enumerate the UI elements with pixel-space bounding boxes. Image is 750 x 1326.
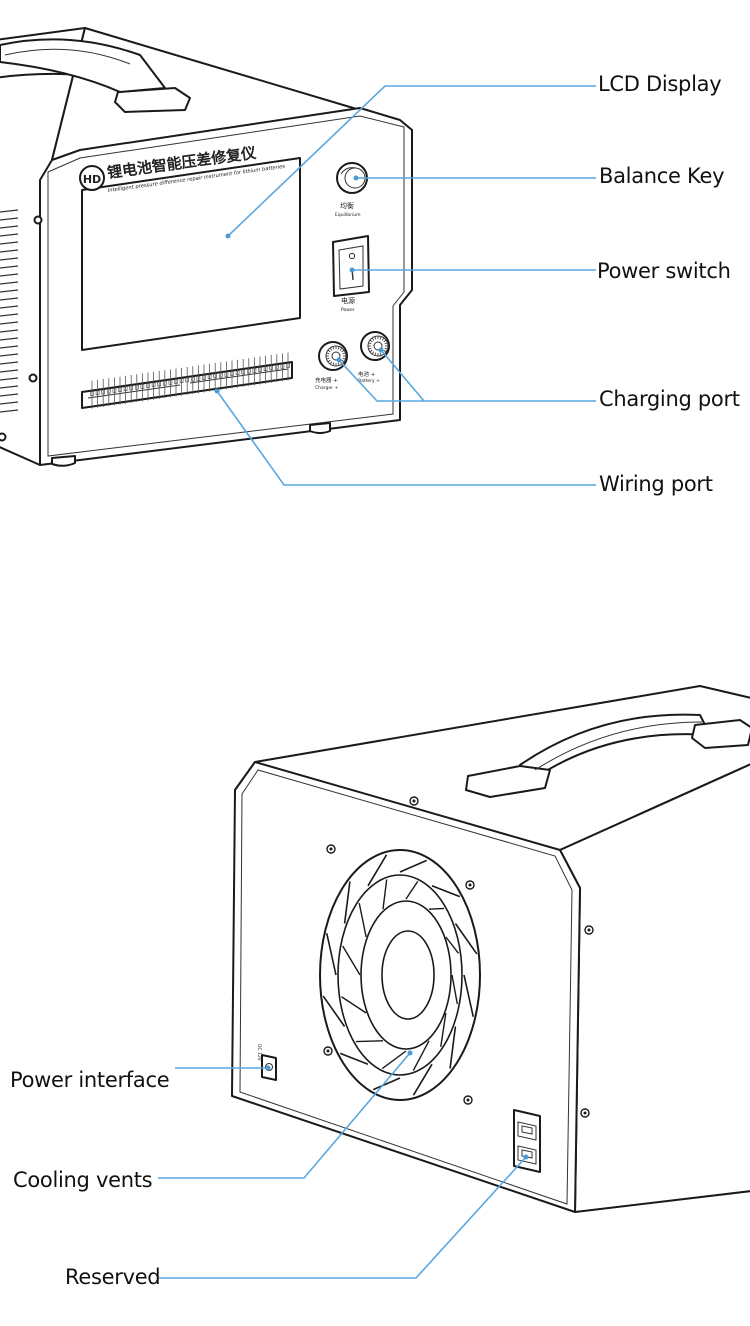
balance-label-cn: 均衡 [340,201,354,210]
charger-port[interactable] [318,341,348,371]
charger-label-cn: 充电器 + [315,376,338,384]
power-label-cn: 电源 [341,296,355,305]
wiring-port[interactable] [81,352,293,409]
battery-label-cn: 电池 + [358,370,376,378]
svg-text:HD: HD [83,173,101,186]
callout-cooling-vents: Cooling vents [13,1168,153,1192]
brand-logo: HD [79,165,105,191]
callout-lcd-display: LCD Display [598,72,722,96]
callout-wiring-port: Wiring port [599,472,713,496]
battery-port[interactable] [360,331,390,361]
power-label-en: Power [341,307,355,313]
leader-lines [158,85,596,1279]
carry-handle [0,38,191,113]
battery-label-en: Battery + [358,378,380,384]
lcd-display [81,157,301,351]
callout-balance-key: Balance Key [599,164,725,188]
rear-carry-handle [465,713,750,798]
cooling-vents [319,849,481,1101]
callout-power-interface: Power interface [10,1068,170,1092]
dc-input-label: DC 12V [256,1044,262,1062]
front-view: HD 锂电池智能压差修复仪 Intelligent pressure diffe… [0,27,413,467]
balance-label-en: Equilibrium [335,212,361,218]
charger-label-en: Charger + [315,385,338,391]
rear-view: DC 12V [231,685,750,1213]
power-switch[interactable] [332,235,370,297]
side-vents [0,209,19,413]
reserved-ports [513,1109,541,1173]
callout-charging-port: Charging port [599,387,740,411]
callout-power-switch: Power switch [597,259,731,283]
callout-reserved: Reserved [65,1265,161,1289]
